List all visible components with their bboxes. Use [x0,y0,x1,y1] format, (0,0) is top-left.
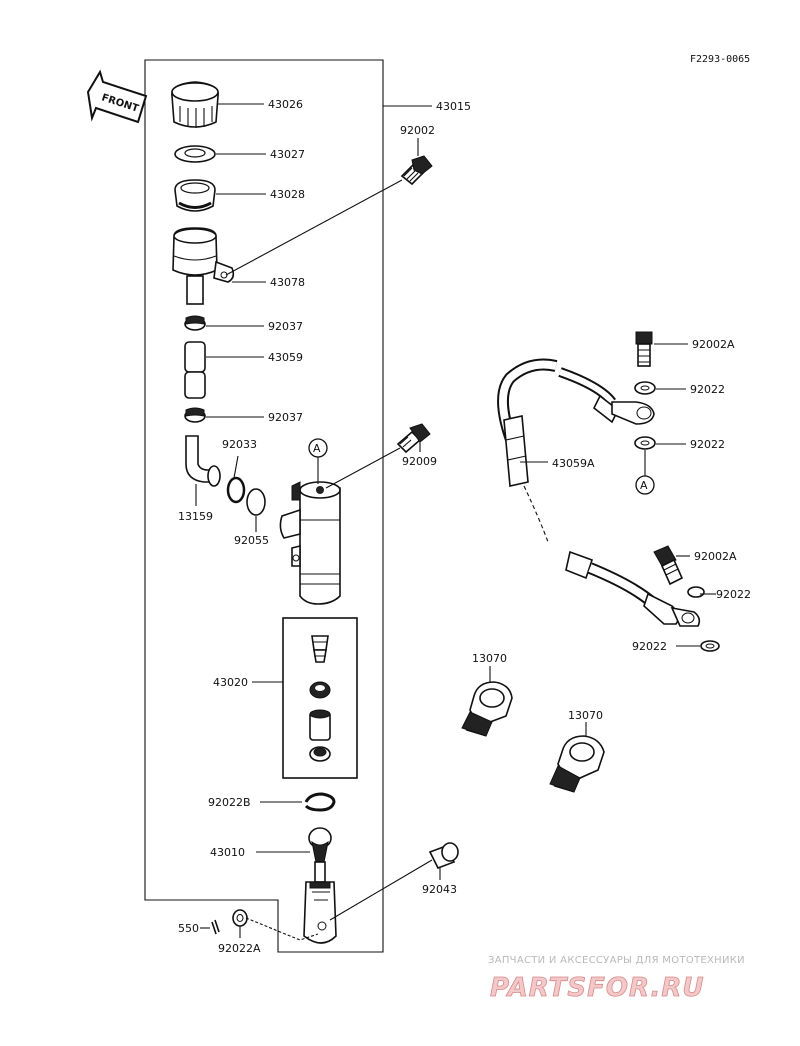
piston-kit-box [282,617,358,779]
ref-marker-a-right: A [635,475,655,495]
diagram-code: F2293-0065 [690,54,750,65]
label-43078: 43078 [270,276,305,289]
ref-a-left-label: A [313,442,321,455]
bolt-92002-icon [400,155,433,186]
label-92009: 92009 [402,455,437,468]
label-92033: 92033 [222,438,257,451]
label-92002: 92002 [400,124,435,137]
brake-hose-icon [496,358,701,627]
label-92055: 92055 [234,534,269,547]
front-arrow-icon: FRONT [86,69,148,124]
bolt-92009-icon [396,423,431,454]
label-92022-1: 92022 [690,383,725,396]
banjo-bolt-bottom-icon [653,545,684,586]
label-13070-1: 13070 [472,652,507,665]
washer-92022A-icon [232,909,248,927]
label-43028: 43028 [270,188,305,201]
label-92022-4: 92022 [632,640,667,653]
hose-clip-top-icon [184,315,206,331]
watermark-subtitle: ЗАПЧАСТИ И АКСЕССУАРЫ ДЛЯ МОТОТЕХНИКИ [488,955,745,966]
piston-kit-parts-icon [309,635,331,762]
label-13070-2: 13070 [568,709,603,722]
hose-clamp-1-icon [461,681,513,737]
label-92002A-top: 92002A [692,338,735,351]
ref-marker-a-left: A [308,438,328,458]
elbow-fitting-icon [185,435,221,487]
label-43026: 43026 [268,98,303,111]
label-43059A: 43059A [552,457,595,470]
label-550: 550 [178,922,199,935]
label-92043: 92043 [422,883,457,896]
pushrod-clevis-icon [303,827,337,944]
hose-clamp-2-icon [549,735,605,793]
label-43027: 43027 [270,148,305,161]
ref-a-right-label: A [640,479,648,492]
hose-clip-bottom-icon [184,407,206,423]
label-43015: 43015 [436,100,471,113]
watermark-brand: PARTSFOR.RU [490,973,704,1003]
label-43059: 43059 [268,351,303,364]
snap-ring-icon [304,792,336,812]
label-92037-bottom: 92037 [268,411,303,424]
reservoir-tank-icon [172,227,235,305]
master-cylinder-body-icon [279,481,341,605]
o-ring-icon [246,488,266,516]
label-43020: 43020 [213,676,248,689]
cotter-pin-icon [211,919,220,935]
hose-43059-icon [184,341,206,399]
assembly-outline [144,59,384,953]
banjo-bolt-top-icon [635,331,653,367]
washer-92022-3-icon [687,586,705,598]
label-43010: 43010 [210,846,245,859]
reservoir-cap-icon [171,81,219,128]
label-92037-top: 92037 [268,320,303,333]
label-92022A: 92022A [218,942,261,955]
circlip-icon [226,476,246,504]
label-92022-2: 92022 [690,438,725,451]
diaphragm-icon [174,179,216,212]
diaphragm-plate-icon [174,145,216,163]
clevis-pin-icon [428,842,459,870]
label-92022-3: 92022 [716,588,751,601]
label-92022B: 92022B [208,796,251,809]
label-13159: 13159 [178,510,213,523]
label-92002A-bottom: 92002A [694,550,737,563]
